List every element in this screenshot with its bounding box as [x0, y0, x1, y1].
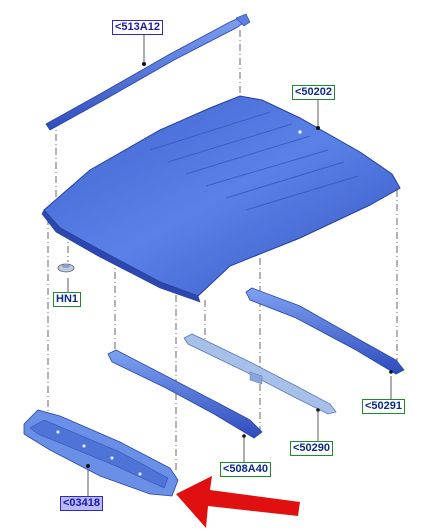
side-rail-part — [245, 287, 405, 375]
leader-lines — [47, 30, 398, 470]
clip-part — [57, 263, 75, 273]
roof-panel-part — [41, 95, 401, 303]
callout-03418[interactable]: <03418 — [60, 496, 104, 511]
front-bow-part — [107, 349, 263, 439]
roof-rail-part — [45, 13, 251, 131]
callout-HN1[interactable]: HN1 — [53, 292, 82, 307]
callout-50202[interactable]: <50202 — [292, 85, 336, 100]
callout-508A40[interactable]: <508A40 — [220, 462, 271, 477]
callout-50290[interactable]: <50290 — [290, 441, 334, 456]
center-bow-part — [183, 333, 337, 415]
callout-50291[interactable]: <50291 — [362, 399, 406, 414]
header-panel-part — [23, 409, 179, 497]
red-pointer-arrow — [176, 476, 300, 528]
callout-513A12[interactable]: <513A12 — [112, 20, 163, 35]
